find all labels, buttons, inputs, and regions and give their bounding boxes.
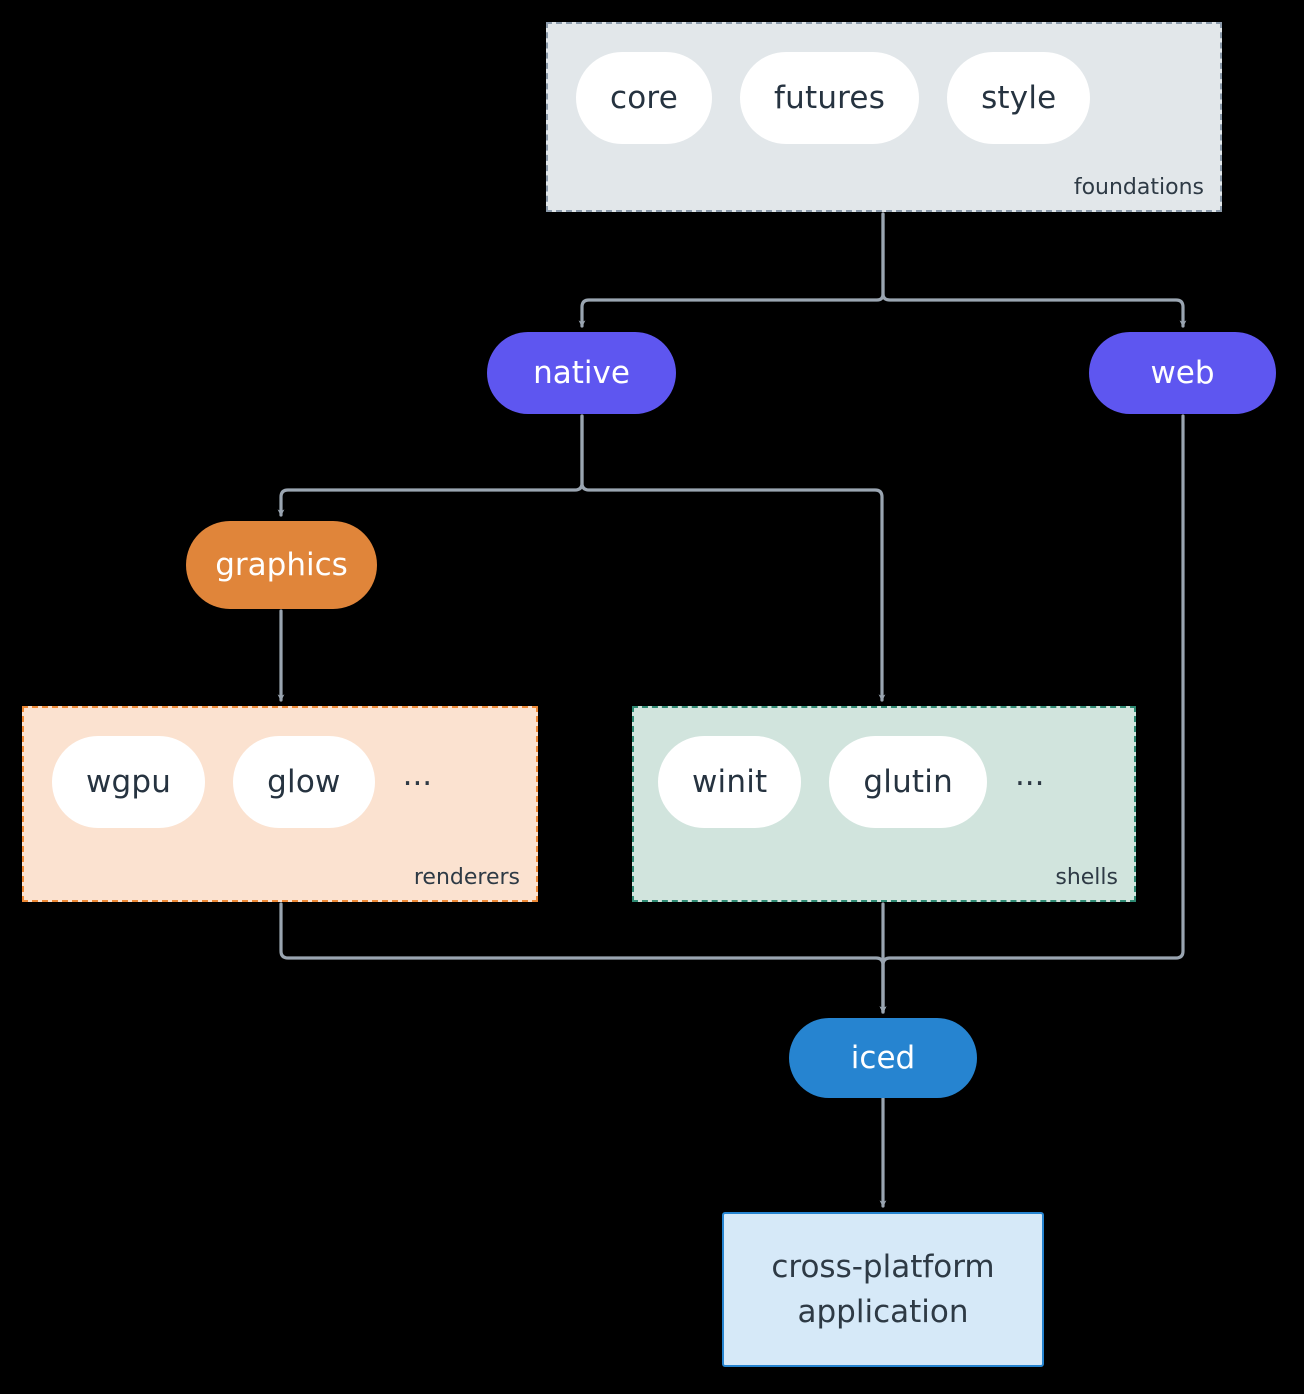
shells-chip-row: winit glutin ... (634, 708, 1158, 828)
group-foundations: core futures style foundations (546, 22, 1222, 212)
edge-native-graphics (277, 414, 584, 517)
edge-foundations-web (881, 212, 1187, 328)
chip-glow[interactable]: glow (233, 736, 375, 828)
chip-wgpu[interactable]: wgpu (52, 736, 206, 828)
group-shells: winit glutin ... shells (632, 706, 1136, 902)
chip-core[interactable]: core (576, 52, 712, 144)
group-renderers: wgpu glow ... renderers (22, 706, 538, 902)
node-web[interactable]: web (1089, 332, 1276, 414)
edge-renderers-iced (279, 902, 887, 1014)
node-iced[interactable]: iced (789, 1018, 977, 1098)
group-label-renderers: renderers (413, 865, 520, 890)
renderers-chip-row: wgpu glow ... (24, 708, 564, 828)
node-graphics[interactable]: graphics (186, 521, 377, 609)
shells-ellipsis: ... (1014, 756, 1045, 793)
group-label-shells: shells (1055, 865, 1118, 890)
chip-style[interactable]: style (947, 52, 1091, 144)
chip-winit[interactable]: winit (658, 736, 802, 828)
edge-native-shells (580, 414, 886, 702)
chip-glutin[interactable]: glutin (829, 736, 987, 828)
foundations-chip-row: core futures style (548, 24, 1248, 144)
application-line-1: cross-platform (771, 1248, 995, 1285)
node-cross-platform-application[interactable]: cross-platform application (722, 1212, 1044, 1367)
group-label-foundations: foundations (1073, 175, 1204, 200)
edge-foundations-native (578, 212, 885, 328)
node-native[interactable]: native (487, 332, 676, 414)
application-line-2: application (797, 1293, 969, 1330)
renderers-ellipsis: ... (402, 756, 433, 793)
chip-futures[interactable]: futures (740, 52, 920, 144)
